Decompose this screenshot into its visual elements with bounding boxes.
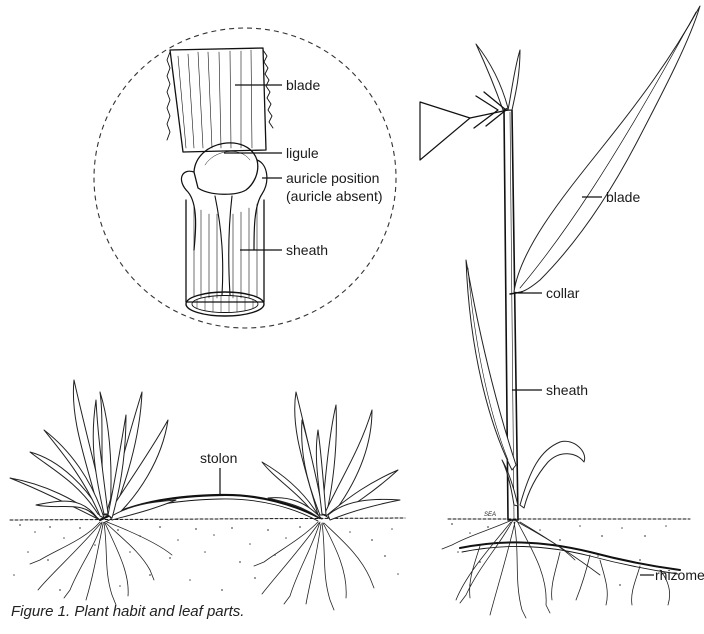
shoot-drawing: SEA bla (420, 6, 704, 618)
figure-caption: Figure 1. Plant habit and leaf parts. (11, 603, 244, 620)
blade-label: blade (606, 189, 640, 205)
rhizome-label: rhizome (655, 567, 704, 583)
stolon-plant-drawing: stolon (10, 380, 405, 610)
collar-label: collar (546, 285, 580, 301)
soil-right (451, 523, 667, 586)
ligule-label: ligule (286, 145, 319, 161)
auricle-label-line2: (auricle absent) (286, 188, 383, 204)
inset-blade-drawing (167, 48, 273, 152)
ligule-detail-inset: blade ligule auricle position (auricle a… (94, 28, 396, 328)
artist-signature: SEA (484, 512, 496, 518)
blade-drawing (514, 6, 700, 293)
sheath-label: sheath (546, 382, 588, 398)
soil-left (13, 524, 399, 591)
inset-sheath-drawing (186, 196, 264, 316)
stolon-label: stolon (200, 450, 237, 466)
auricle-label-line1: auricle position (286, 170, 379, 186)
inset-blade-label: blade (286, 77, 320, 93)
collar-arrow (420, 92, 508, 160)
inset-sheath-label: sheath (286, 242, 328, 258)
